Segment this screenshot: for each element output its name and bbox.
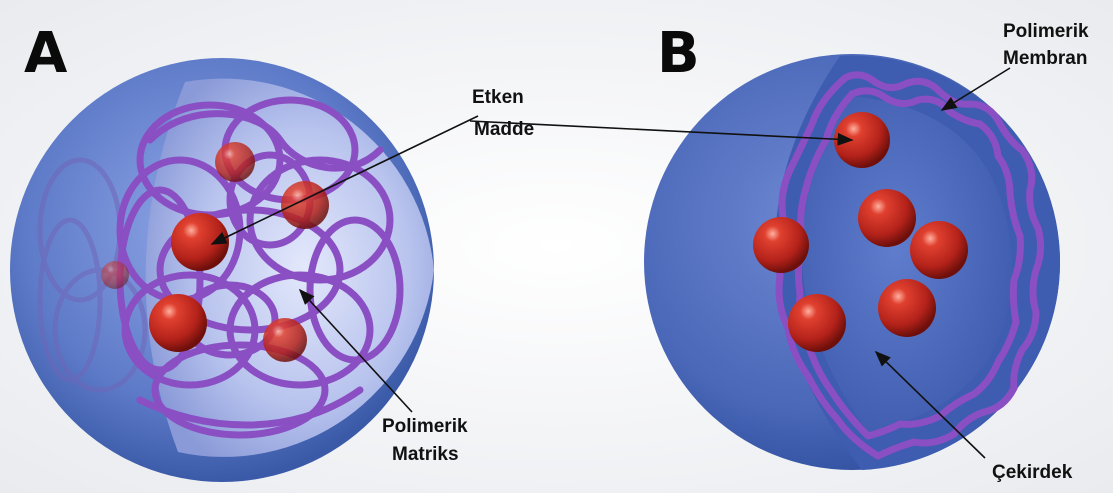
particle	[101, 261, 129, 289]
particle	[149, 294, 207, 352]
particle	[263, 318, 307, 362]
label-polimerik-b: Polimerik	[1003, 21, 1089, 42]
label-matriks: Matriks	[392, 444, 459, 465]
particle	[910, 221, 968, 279]
particle	[788, 294, 846, 352]
particle	[858, 189, 916, 247]
label-etken: Etken	[472, 87, 524, 108]
particle	[878, 279, 936, 337]
label-cekirdek: Çekirdek	[992, 462, 1073, 483]
label-polimerik-a: Polimerik	[382, 416, 468, 437]
particle	[215, 142, 255, 182]
panel-letter-a: A	[24, 21, 68, 86]
particle	[171, 213, 229, 271]
matrix-nanosphere	[10, 58, 434, 482]
particle	[753, 217, 809, 273]
label-membran: Membran	[1003, 48, 1087, 69]
capsule-nanosphere	[644, 54, 1060, 470]
particle	[281, 181, 329, 229]
panel-letter-b: B	[657, 21, 700, 86]
